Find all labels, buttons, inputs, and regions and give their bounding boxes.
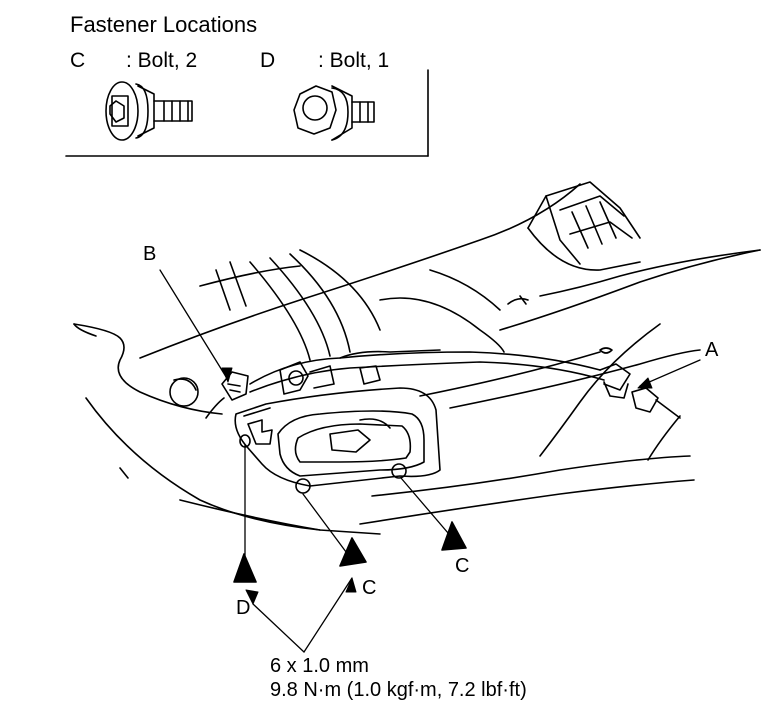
callout-a: A: [705, 339, 719, 361]
bolt-hole-c-right: [391, 463, 407, 479]
arrowhead-a: [637, 377, 653, 389]
harness-clip: [279, 361, 381, 395]
callout-c-right: C: [455, 555, 470, 577]
callout-b: B: [143, 243, 157, 265]
wire-harness: [249, 347, 681, 419]
legend-box: [65, 69, 429, 157]
callout-c-left: C: [362, 577, 377, 599]
arrowheads: [221, 367, 653, 605]
leader-c-right: [400, 477, 455, 541]
seat-frame: [139, 183, 761, 361]
leader-b: [159, 269, 229, 381]
spec-arrow-left: [252, 603, 305, 653]
legend-desc-d: : Bolt, 1: [318, 49, 390, 72]
marker-c-right: [441, 521, 467, 551]
spec-torque: 9.8 N·m (1.0 kgf·m, 7.2 lbf·ft): [270, 679, 527, 701]
marker-d: [233, 553, 257, 583]
arrowhead-spec-d: [245, 589, 259, 605]
mounting-plate: [234, 387, 441, 487]
bolt-markers: [233, 521, 467, 583]
legend-letter-c: C: [70, 49, 86, 72]
bolt-c-icon: [105, 81, 193, 141]
leader-lines: [159, 269, 701, 653]
spec-arrow-right: [303, 577, 353, 653]
arrowhead-b: [221, 367, 233, 383]
legend-desc-c: : Bolt, 2: [126, 49, 198, 72]
legend-letter-d: D: [260, 49, 276, 72]
legend-title: Fastener Locations: [70, 12, 258, 37]
floor-panel: [73, 323, 701, 535]
floor-hole: [169, 377, 199, 407]
upper-bracket: [527, 181, 641, 271]
bolt-hole-c-left: [295, 478, 311, 494]
arrowhead-spec-c: [345, 577, 357, 593]
leader-c-left: [302, 493, 353, 561]
callout-d: D: [236, 597, 251, 619]
bolt-d-icon: [293, 85, 375, 141]
marker-c-left: [339, 537, 367, 567]
spec-size: 6 x 1.0 mm: [270, 655, 369, 677]
